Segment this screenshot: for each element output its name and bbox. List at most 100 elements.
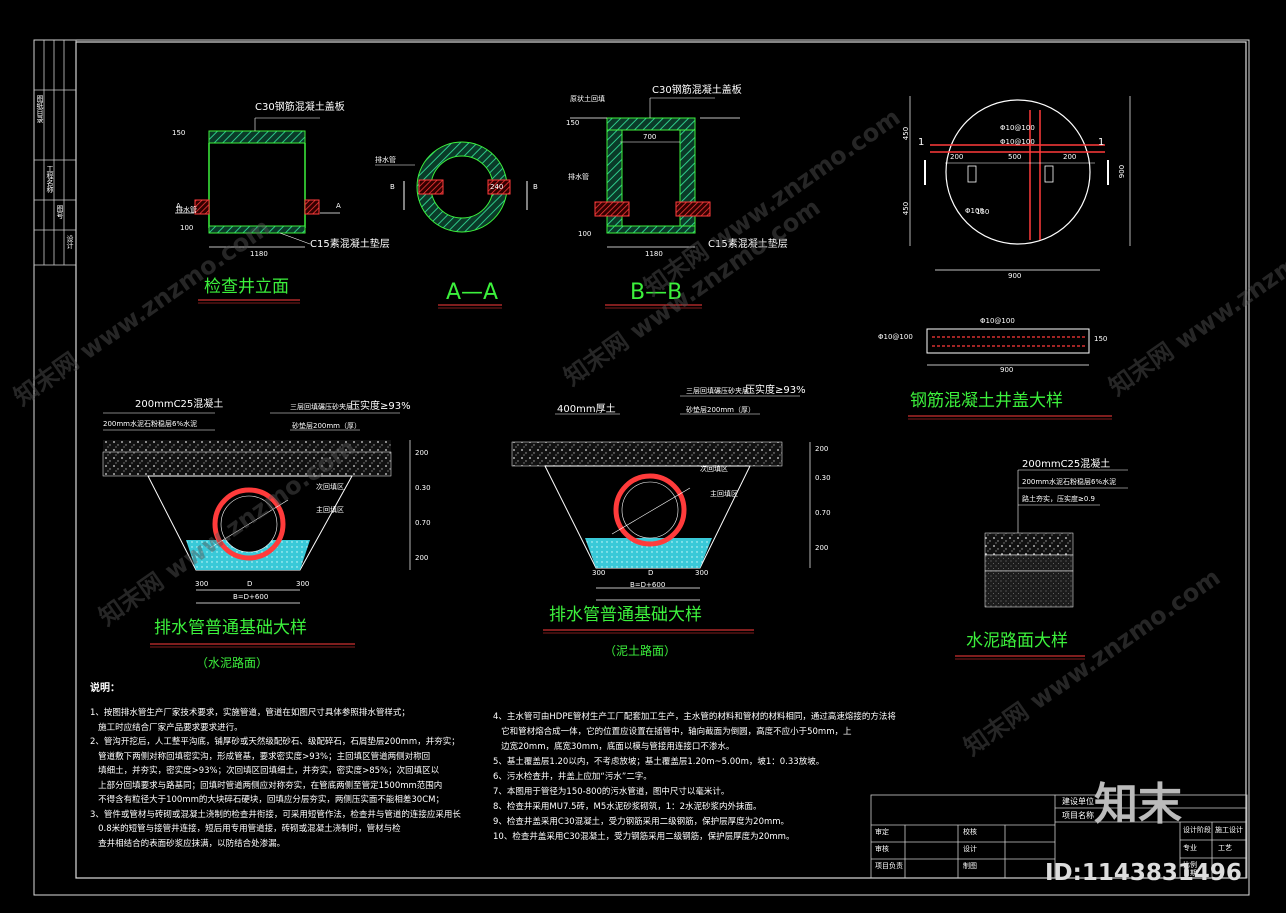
pipe-base-left-view xyxy=(102,412,411,604)
bb-c15-label: C15素混凝土垫层 xyxy=(708,239,788,250)
aa-pipe-label: 排水管 xyxy=(375,156,396,164)
mid-d300b: 300 xyxy=(695,569,709,577)
pipe-base-mid-view xyxy=(511,395,811,601)
road-title: 水泥路面大样 xyxy=(966,631,1068,651)
bb-c30-label: C30钢筋混凝土盖板 xyxy=(652,85,742,96)
mid-v3: 0.70 xyxy=(815,509,831,517)
note-line: 5、基土覆盖层1.20以内，不考虑放坡；基土覆盖层1.20m~5.00m，坡1：… xyxy=(493,757,825,767)
left-l5: 砂垫层200mm（厚） xyxy=(292,422,361,430)
note-line: 7、本图用于管径为150-800的污水管道，图中尺寸以毫米计。 xyxy=(493,787,730,797)
elevation-h2: 100 xyxy=(180,224,194,232)
cover-plan-view xyxy=(909,96,1131,271)
title-block xyxy=(870,794,1248,879)
margin-label: 工程名称 xyxy=(46,165,54,193)
tb-col-label: 制图 xyxy=(963,862,977,870)
cover-section-rebar-left: Φ10@100 xyxy=(878,333,913,341)
mid-zone2: 主回填区 xyxy=(710,490,738,498)
left-dD: D xyxy=(247,580,253,588)
elevation-c30-label: C30钢筋混凝土盖板 xyxy=(255,102,345,113)
left-v3: 0.70 xyxy=(415,519,431,527)
note-line: 它和管材熔合成一体，它的位置应设置在插管中，轴向截面为倒圆，高度不应小于50mm… xyxy=(493,727,852,737)
outer-frame xyxy=(33,39,1250,896)
elevation-width: 1180 xyxy=(250,250,268,258)
aa-section-b-left: B xyxy=(390,183,395,191)
brand-logo: 知末 xyxy=(1094,779,1182,830)
left-v1: 200 xyxy=(415,449,429,457)
note-line: 管道敷下两侧对称回填密实沟，形成管基，要求密实度>93%；主回填区管道两侧对称回 xyxy=(90,751,431,762)
left-dB: B=D+600 xyxy=(233,593,269,601)
aa-title: A—A xyxy=(446,280,499,305)
road-view xyxy=(984,469,1128,608)
cover-rebar1: Φ10@100 xyxy=(1000,124,1035,132)
aa-section-b-right: B xyxy=(533,183,538,191)
tb-major-label: 专业 xyxy=(1183,844,1197,852)
notes-right: 4、主水管可由HDPE管材生产工厂配套加工生产，主水管的材料和管材的材料相同，通… xyxy=(493,710,896,845)
left-subtitle: （水泥路面） xyxy=(196,656,269,670)
tb-project-label: 项目名称 xyxy=(1062,811,1094,820)
note-line: 2、管沟开挖后，人工整平沟底，铺厚砂或天然级配砂石、级配碎石，石屑垫层200mm… xyxy=(90,737,460,747)
elevation-section-a-right: A xyxy=(336,202,341,210)
note-line: 3、管件或管材与砖砌或混凝土浇制的检查井衔接，可采用短管作法，检查井与管道的连接… xyxy=(90,809,461,820)
mid-zone1: 次回填区 xyxy=(700,465,728,473)
mid-l4: 砂垫层200mm（厚） xyxy=(686,406,755,414)
bb-pipe-label: 排水管 xyxy=(568,173,589,181)
note-line: 边宽20mm，底宽30mm，底面以模与管接用连接口不渗水。 xyxy=(493,742,735,752)
cover-d200b: 200 xyxy=(1063,153,1077,161)
cover-d450b: 450 xyxy=(902,201,911,216)
inner-frame xyxy=(75,41,1247,879)
note-line: 查井相结合的表面砂浆应抹满，以防结合处渗漏。 xyxy=(90,838,286,849)
note-line: 施工时应结合厂家产品要求要求进行。 xyxy=(90,722,243,733)
tb-scale-label: 比例 xyxy=(1183,861,1197,869)
tb-row-label: 审核 xyxy=(875,845,889,853)
note-line: 0.8米的短管与接管井连接，短后用专用管道接，砖砌或混凝土浇制时，管材与检 xyxy=(90,824,401,834)
bb-h1: 150 xyxy=(566,119,580,127)
bb-width: 1180 xyxy=(645,250,663,258)
bb-ground-label: 原状土回填 xyxy=(570,95,605,103)
notes-heading: 说明： xyxy=(90,683,120,694)
note-line: 填细土，并夯实，密实度>93%；次回填区回填细土，并夯实，密实度>85%；次回填… xyxy=(90,766,440,776)
margin-strip xyxy=(33,39,77,266)
left-zone1: 次回填区 xyxy=(316,483,344,491)
tb-row-label: 审定 xyxy=(875,828,889,836)
cover-rebar2: Φ10@100 xyxy=(1000,138,1035,146)
cover-d150: 150 xyxy=(976,208,990,216)
cover-d900v: 900 xyxy=(1118,164,1127,179)
elevation-section-a-left: A xyxy=(176,202,181,210)
tb-builder-label: 建设单位 xyxy=(1062,797,1094,806)
note-line: 上部分回填要求与路基同；回填时管道两侧应对称夯实，在管底两侧至管定1500mm范… xyxy=(90,780,443,791)
mid-l3: 压实度≥93% xyxy=(745,385,806,396)
mid-title: 排水管普通基础大样 xyxy=(549,605,702,625)
mid-v4: 200 xyxy=(815,544,829,552)
cover-d500: 500 xyxy=(1008,153,1022,161)
section-bb-view xyxy=(570,97,740,248)
cover-d200a: 200 xyxy=(950,153,964,161)
margin-label: 设计 xyxy=(66,235,74,249)
mid-v2: 0.30 xyxy=(815,474,831,482)
cover-section-width: 900 xyxy=(1000,366,1014,374)
left-title: 排水管普通基础大样 xyxy=(154,618,307,638)
note-line: 6、污水检查井，井盖上应加“污水”二字。 xyxy=(493,772,652,782)
road-l3: 路土夯实，压实度≥0.9 xyxy=(1022,495,1095,503)
left-l4: 压实度≥93% xyxy=(350,401,411,412)
bb-title: B—B xyxy=(630,280,683,305)
elevation-title: 检查井立面 xyxy=(204,277,289,297)
tb-col-label: 设计 xyxy=(963,845,977,853)
margin-label: 图号 xyxy=(56,205,64,219)
mid-l1: 400mm厚土 xyxy=(557,404,616,415)
aa-dim: 240 xyxy=(490,183,504,191)
mid-dB: B=D+600 xyxy=(630,581,666,589)
elevation-c15-label: C15素混凝土垫层 xyxy=(310,239,390,250)
elevation-h1: 150 xyxy=(172,129,186,137)
tb-date-label: 日期 xyxy=(1183,869,1197,877)
note-line: 4、主水管可由HDPE管材生产工厂配套加工生产，主水管的材料和管材的材料相同，通… xyxy=(493,712,896,722)
cover-hole: Φ100 xyxy=(965,207,984,215)
left-d300a: 300 xyxy=(195,580,209,588)
cover-mark1: 1 xyxy=(918,137,925,148)
tb-col-label: 校核 xyxy=(963,828,977,836)
mid-subtitle: （泥土路面） xyxy=(604,644,677,658)
mid-v1: 200 xyxy=(815,445,829,453)
road-l2: 200mm水泥石粉稳层6%水泥 xyxy=(1022,478,1117,486)
notes-left: 1、按图排水管生产厂家技术要求，实施管道，管道在如图尺寸具体参照排水管样式； 施… xyxy=(90,706,485,851)
left-v2: 0.30 xyxy=(415,484,431,492)
